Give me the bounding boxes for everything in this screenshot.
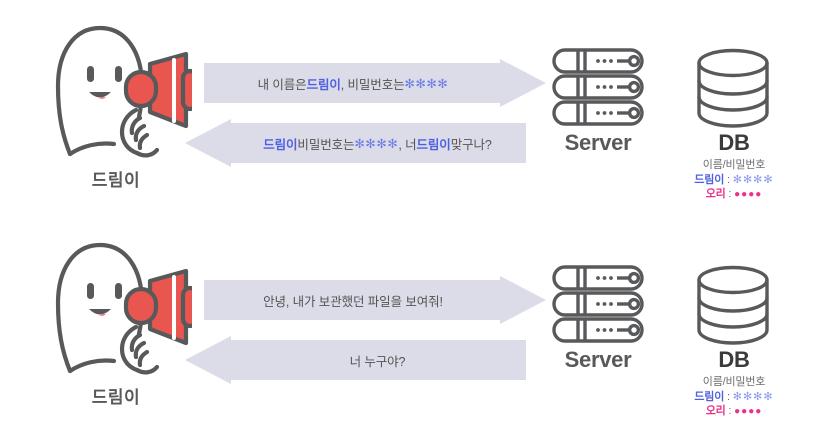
scenario-row-1: 드림이 내 이름은 드림이, 비밀번호는 ✻✻✻✻ 드림이 비밀번호는 ✻✻✻✻…	[40, 14, 802, 202]
db-record-row: 드림이 : ✻✻✻✻	[666, 390, 802, 404]
message-arrow-request: 안녕, 내가 보관했던 파일을 보여줘!	[200, 276, 546, 324]
db-record-password: ●●●●	[734, 406, 763, 417]
character-label: 드림이	[91, 388, 141, 407]
db-record-password: ✻✻✻✻	[732, 174, 774, 186]
db-record-row: 오리 : ●●●●	[666, 187, 802, 202]
message-arrow-response: 드림이 비밀번호는 ✻✻✻✻, 너 드림이 맞구나?	[185, 119, 530, 167]
db-record-separator: :	[727, 174, 730, 186]
database-cylinder-icon	[696, 48, 770, 128]
db-credentials-table: 이름/비밀번호 드림이 : ✻✻✻✻ 오리 : ●●●●	[666, 158, 802, 202]
db-record-row: 오리 : ●●●●	[666, 404, 802, 419]
db-table-header: 이름/비밀번호	[702, 159, 766, 171]
server-label: Server	[564, 347, 632, 372]
db-credentials-table: 이름/비밀번호 드림이 : ✻✻✻✻ 오리 : ●●●●	[666, 375, 802, 419]
message-text: 내 이름은 드림이, 비밀번호는 ✻✻✻✻	[257, 76, 449, 92]
db-record-separator: :	[728, 188, 732, 200]
db-record-password: ●●●●	[734, 189, 763, 200]
character-label: 드림이	[91, 171, 141, 190]
database-cylinder-icon	[696, 265, 770, 345]
message-arrow-request: 내 이름은 드림이, 비밀번호는 ✻✻✻✻	[200, 59, 546, 107]
message-text: 너 누구야?	[349, 354, 406, 369]
message-arrow-response: 너 누구야?	[185, 336, 530, 384]
character-with-megaphone-icon	[40, 231, 192, 381]
db-record-row: 드림이 : ✻✻✻✻	[666, 173, 802, 187]
db-table-header: 이름/비밀번호	[702, 376, 766, 388]
scenario-row-2: 드림이 안녕, 내가 보관했던 파일을 보여줘! 너 누구야?	[0, 217, 815, 434]
server-rack-icon	[552, 48, 644, 126]
db-record-name: 오리	[705, 188, 726, 200]
server-label: Server	[564, 130, 632, 155]
db-record-name: 드림이	[694, 391, 725, 403]
message-text: 드림이 비밀번호는 ✻✻✻✻, 너 드림이 맞구나?	[263, 136, 492, 152]
db-record-name: 드림이	[694, 174, 725, 186]
db-label: DB	[718, 347, 750, 372]
db-record-separator: :	[727, 391, 730, 403]
db-record-separator: :	[728, 405, 732, 417]
db-label: DB	[718, 130, 750, 155]
server-rack-icon	[552, 265, 644, 343]
character-with-megaphone-icon	[40, 14, 192, 164]
db-record-name: 오리	[705, 405, 726, 417]
db-record-password: ✻✻✻✻	[732, 391, 774, 403]
message-text: 안녕, 내가 보관했던 파일을 보여줘!	[263, 294, 443, 309]
